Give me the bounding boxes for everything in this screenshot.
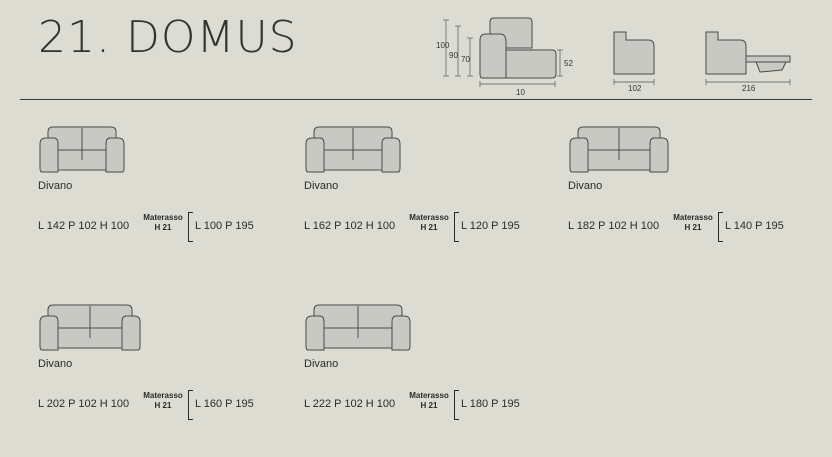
mattress-info: Materasso H 21 (140, 391, 186, 411)
dim-back-height: 90 (449, 51, 458, 60)
mattress-info: Materasso H 21 (670, 213, 716, 233)
product-item: Divano L 142 P 102 H 100 Materasso H 21 … (38, 124, 298, 264)
item-dimensions: L 202 P 102 H 100 (38, 398, 130, 410)
sofa-illustration (569, 126, 669, 173)
header-divider (20, 99, 812, 100)
item-label: Divano (304, 358, 339, 370)
dim-total-height: 100 (436, 41, 450, 50)
mattress-label: Materasso (409, 213, 449, 222)
product-item: Divano L 202 P 102 H 100 Materasso H 21 … (38, 302, 298, 442)
mattress-label: Materasso (143, 391, 183, 400)
mattress-info: Materasso H 21 (406, 213, 452, 233)
mattress-bracket (718, 212, 723, 242)
item-dimensions: L 222 P 102 H 100 (304, 398, 396, 410)
dim-depth-open: 216 (742, 84, 756, 92)
dim-arm-height: 70 (461, 55, 470, 64)
mattress-dimensions: L 140 P 195 (725, 220, 784, 232)
item-label: Divano (38, 180, 73, 192)
mattress-bracket (454, 390, 459, 420)
side-closed-diagram: 102 (613, 31, 655, 92)
item-label: Divano (568, 180, 603, 192)
sofa-illustration (305, 304, 411, 351)
mattress-height: H 21 (154, 223, 172, 232)
mattress-dimensions: L 180 P 195 (461, 398, 520, 410)
mattress-bracket (188, 390, 193, 420)
mattress-height: H 21 (420, 223, 438, 232)
product-item: Divano L 162 P 102 H 100 Materasso H 21 … (304, 124, 564, 264)
sofa-illustration (305, 126, 401, 173)
mattress-height: H 21 (684, 223, 702, 232)
dim-depth-closed: 102 (628, 84, 642, 92)
mattress-label: Materasso (409, 391, 449, 400)
side-open-diagram: 216 (705, 31, 791, 92)
front-dimension-diagram: 100 90 70 52 10 (436, 17, 573, 97)
mattress-height: H 21 (420, 401, 438, 410)
item-dimensions: L 182 P 102 H 100 (568, 220, 660, 232)
mattress-info: Materasso H 21 (140, 213, 186, 233)
mattress-label: Materasso (143, 213, 183, 222)
mattress-label: Materasso (673, 213, 713, 222)
product-item: Divano L 182 P 102 H 100 Materasso H 21 … (568, 124, 828, 264)
mattress-dimensions: L 120 P 195 (461, 220, 520, 232)
item-dimensions: L 142 P 102 H 100 (38, 220, 130, 232)
product-item: Divano L 222 P 102 H 100 Materasso H 21 … (304, 302, 564, 442)
mattress-dimensions: L 160 P 195 (195, 398, 254, 410)
mattress-height: H 21 (154, 401, 172, 410)
sofa-illustration (39, 126, 125, 173)
mattress-bracket (188, 212, 193, 242)
sofa-illustration (39, 304, 141, 351)
mattress-info: Materasso H 21 (406, 391, 452, 411)
page-title: 21. DOMUS (38, 12, 298, 63)
item-dimensions: L 162 P 102 H 100 (304, 220, 396, 232)
dim-seat-height: 52 (564, 59, 573, 68)
dim-width: 10 (516, 88, 525, 97)
mattress-bracket (454, 212, 459, 242)
mattress-dimensions: L 100 P 195 (195, 220, 254, 232)
item-label: Divano (38, 358, 73, 370)
item-label: Divano (304, 180, 339, 192)
